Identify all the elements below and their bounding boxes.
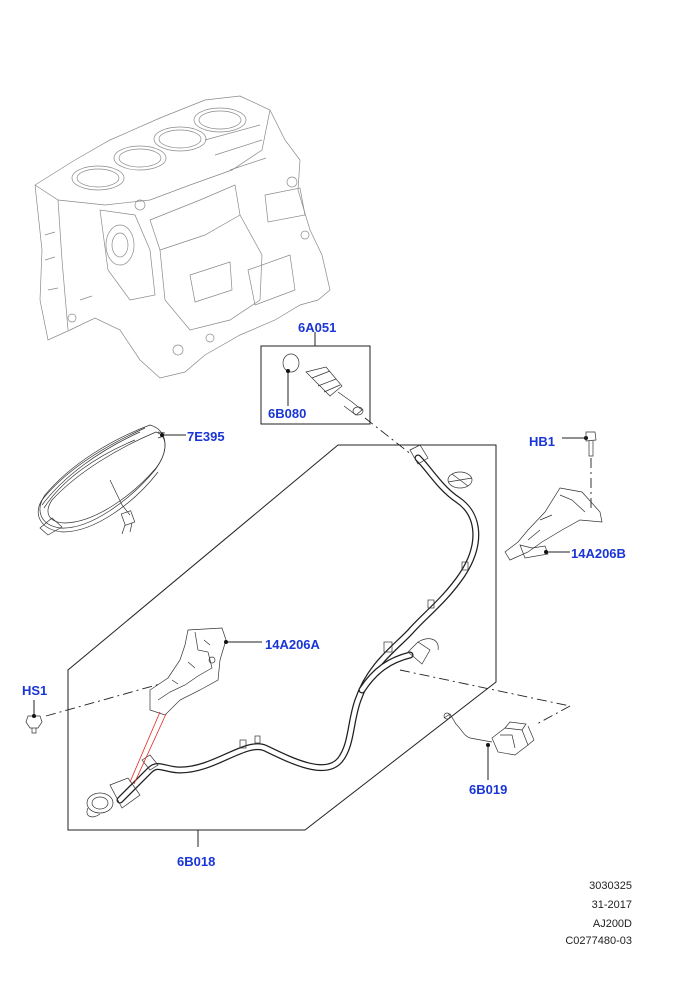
callout-14a206b[interactable]: 14A206B — [571, 546, 626, 561]
callout-7e395[interactable]: 7E395 — [187, 429, 225, 444]
callout-6b018[interactable]: 6B018 — [177, 854, 216, 869]
extension-cable-coil — [37, 424, 186, 536]
callout-hs1[interactable]: HS1 — [22, 683, 48, 698]
callout-6b080[interactable]: 6B080 — [268, 406, 307, 421]
coolant-hose-assembly — [86, 444, 480, 818]
screw-hs1 — [25, 683, 161, 734]
bracket-14a206a — [129, 627, 262, 785]
block-heater-element-assembly — [260, 339, 371, 425]
leader-6a051 — [364, 417, 413, 456]
bracket-14a206b — [504, 487, 603, 561]
callout-14a206a[interactable]: 14A206A — [265, 637, 320, 652]
info-code: 3030325 — [589, 880, 632, 892]
callout-6b019[interactable]: 6B019 — [469, 782, 508, 797]
callout-6a051[interactable]: 6A051 — [298, 320, 337, 335]
bolt-hb1 — [562, 431, 597, 510]
info-date: 31-2017 — [591, 899, 632, 911]
callout-hb1[interactable]: HB1 — [529, 434, 556, 449]
engine-block — [34, 95, 331, 379]
info-illustration-number: C0277480-03 — [565, 935, 632, 947]
heater-harness-group-outline — [67, 444, 497, 847]
info-engine: AJ200D — [592, 918, 632, 930]
sensor-6b019 — [399, 669, 571, 780]
